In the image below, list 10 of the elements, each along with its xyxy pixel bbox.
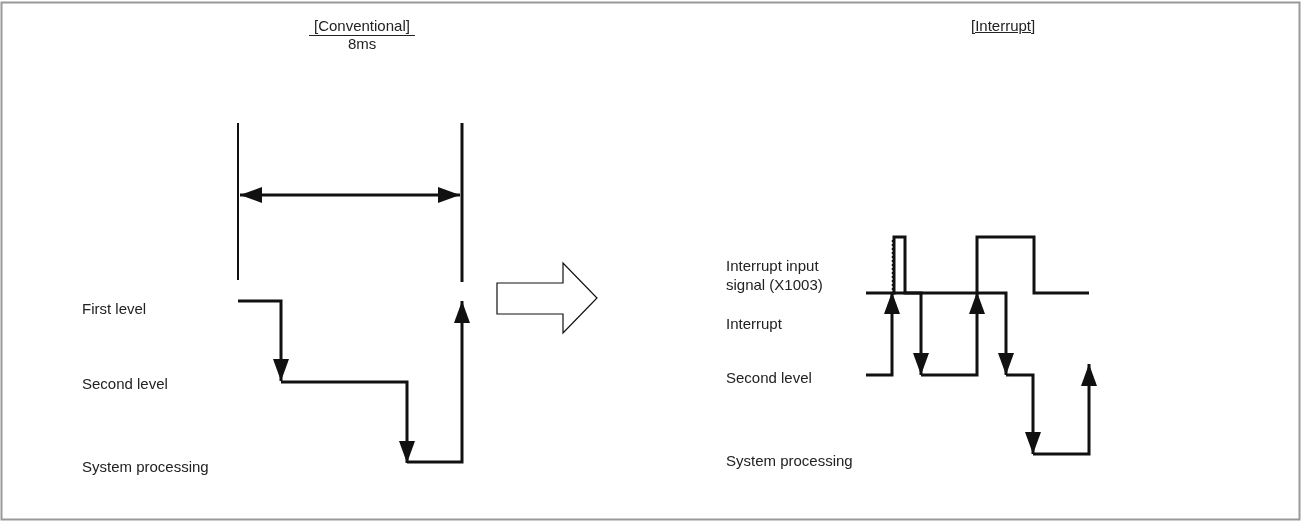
level-label: Second level (82, 374, 168, 393)
level-label: First level (82, 299, 147, 318)
level-label: System processing (82, 457, 209, 476)
level-label: System processing (726, 451, 853, 470)
panel-heading: [Conventional] (309, 16, 415, 36)
level-label: Second level (726, 368, 812, 387)
signal-name: Interrupt input signal (X1003) (726, 256, 824, 294)
level-label: Interrupt (726, 314, 782, 333)
dimension-label: 8ms (348, 34, 377, 53)
panel-heading: [Interrupt] (971, 16, 1036, 35)
